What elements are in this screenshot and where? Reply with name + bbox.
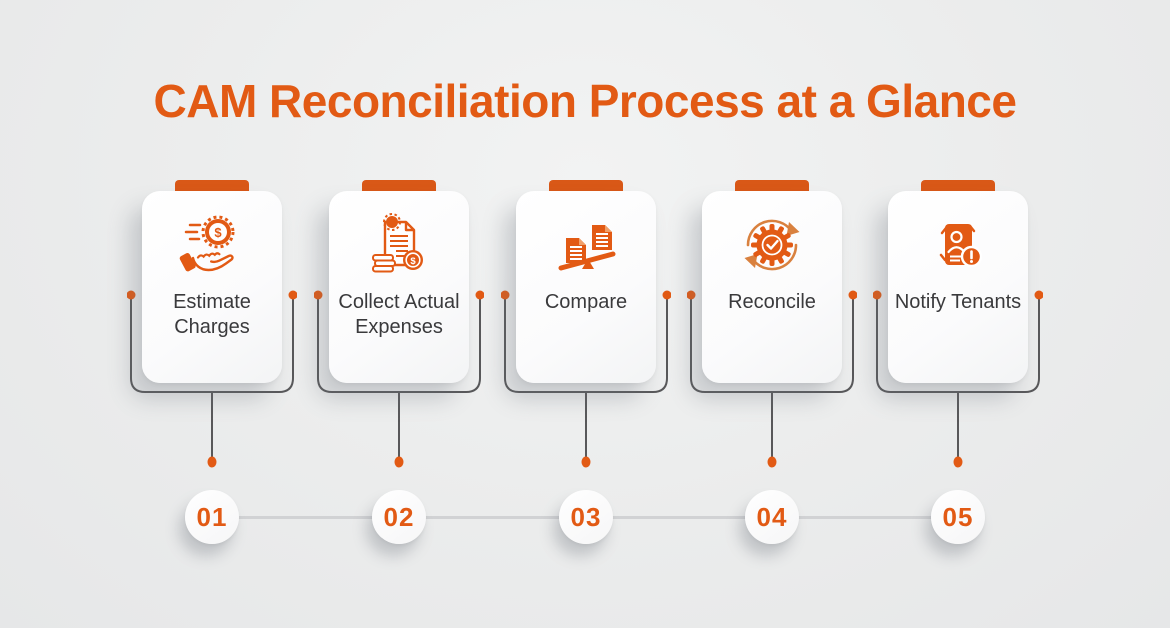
- hand-coin-icon: $: [176, 207, 248, 287]
- step-number: 02: [383, 501, 415, 532]
- svg-text:$: $: [410, 256, 416, 267]
- side-dot-right: [288, 290, 297, 300]
- side-dot-left: [314, 290, 323, 300]
- tenant-alert-icon: [922, 207, 994, 287]
- step-number: 05: [942, 501, 974, 532]
- step-number: 03: [570, 501, 602, 532]
- step-number-badge: 04: [745, 490, 799, 544]
- step-number-badge: 05: [931, 490, 985, 544]
- step-card: $ Estimate Charges: [142, 191, 282, 383]
- invoice-coins-icon: $: [363, 207, 435, 287]
- side-dot-left: [501, 290, 510, 300]
- step-reconcile: Reconcile: [687, 180, 857, 492]
- gear-sync-check-icon: [736, 207, 808, 287]
- step-label: Collect Actual Expenses: [338, 291, 460, 338]
- connector-bracket: [873, 290, 1043, 468]
- step-label: Compare: [544, 291, 628, 313]
- stem-dot: [207, 456, 217, 468]
- connector-bracket: [501, 290, 671, 468]
- side-dot-right: [848, 290, 857, 300]
- step-card: Reconcile: [702, 191, 842, 383]
- stem-dot: [767, 456, 777, 468]
- step-collect-actual-expenses: $ Collect Actual Expenses: [314, 180, 484, 492]
- step-card: Compare: [516, 191, 656, 383]
- step-label: Estimate Charges: [173, 291, 251, 338]
- page-title: CAM Reconciliation Process at a Glance: [153, 75, 1017, 127]
- documents-balance-icon: [550, 207, 622, 287]
- connector-bracket: [127, 290, 297, 468]
- step-label: Reconcile: [728, 291, 816, 313]
- svg-text:$: $: [214, 225, 222, 240]
- connector-bracket: [314, 290, 484, 468]
- step-number-badge: 01: [185, 490, 239, 544]
- step-number: 04: [756, 501, 788, 532]
- step-card: $ Collect Actual Expenses: [329, 191, 469, 383]
- side-dot-right: [475, 290, 484, 300]
- stem-dot: [581, 456, 591, 468]
- step-number: 01: [196, 501, 228, 532]
- connector-bracket: [687, 290, 857, 468]
- step-card: Notify Tenants: [888, 191, 1028, 383]
- side-dot-left: [127, 290, 136, 300]
- step-notify-tenants: Notify Tenants: [873, 180, 1043, 492]
- side-dot-left: [873, 290, 882, 300]
- side-dot-right: [1034, 290, 1043, 300]
- stem-dot: [394, 456, 404, 468]
- step-number-badge: 02: [372, 490, 426, 544]
- stem-dot: [953, 456, 963, 468]
- side-dot-left: [687, 290, 696, 300]
- side-dot-right: [662, 290, 671, 300]
- step-label: Notify Tenants: [894, 291, 1022, 313]
- step-compare: Compare: [501, 180, 671, 492]
- step-estimate-charges: $ Estimate Charges: [127, 180, 297, 492]
- step-number-badge: 03: [559, 490, 613, 544]
